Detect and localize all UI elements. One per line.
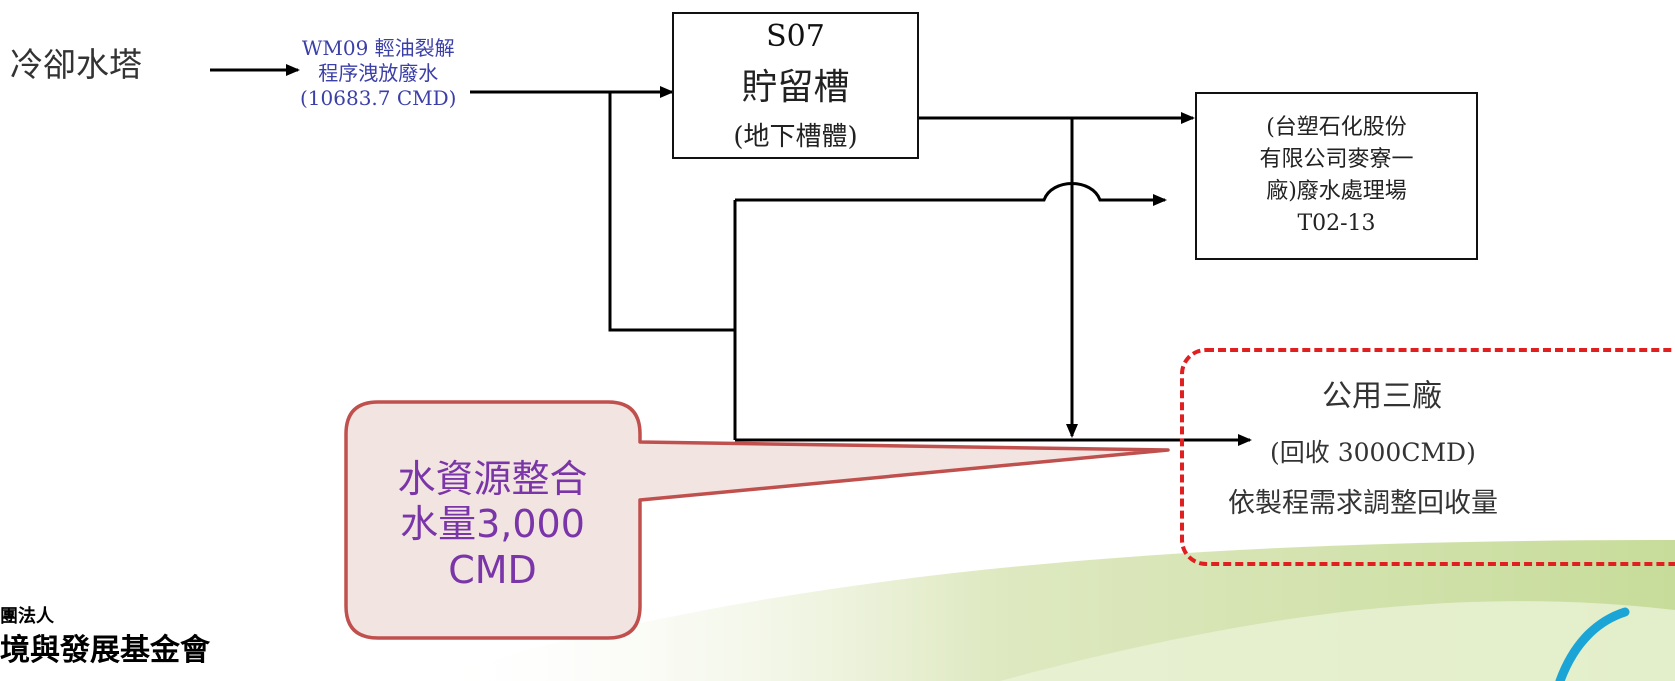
stream-label-line3: (10683.7 CMD) bbox=[300, 86, 457, 110]
utility-title: 公用三廠 bbox=[1322, 379, 1442, 414]
callout-line3: CMD bbox=[448, 547, 537, 592]
footer-light-band bbox=[1000, 601, 1675, 681]
callout-line2: 水量3,000 bbox=[400, 502, 585, 547]
stream-label-line1: WM09 輕油裂解 bbox=[301, 36, 455, 60]
callout-bubble bbox=[344, 400, 1170, 640]
source-label: 冷卻水塔 bbox=[10, 45, 142, 84]
utility-plant-dashed-box bbox=[1180, 348, 1675, 566]
utility-note: 依製程需求調整回收量 bbox=[1228, 488, 1498, 519]
logo-swoosh bbox=[1555, 607, 1630, 681]
callout-text: 水資源整合 水量3,000 CMD bbox=[345, 440, 640, 610]
plant-line2: 有限公司麥寮一 bbox=[1259, 147, 1414, 173]
utility-recovery: (回收 3000CMD) bbox=[1270, 438, 1476, 467]
callout-line1: 水資源整合 bbox=[397, 456, 588, 501]
org-name-line2: 境與發展基金會 bbox=[0, 633, 210, 668]
org-name-line1: 團法人 bbox=[0, 606, 54, 627]
tank-type: (地下槽體) bbox=[733, 121, 858, 152]
stream-label-line2: 程序洩放廢水 bbox=[318, 61, 439, 85]
connector-bypass-to-plant bbox=[735, 182, 1167, 206]
stream-label: WM09 輕油裂解 程序洩放廢水 (10683.7 CMD) bbox=[300, 36, 456, 111]
wastewater-plant-box: (台塑石化股份 有限公司麥寮一 廠)廢水處理場 T02-13 bbox=[1195, 92, 1478, 260]
plant-line4: T02-13 bbox=[1297, 210, 1376, 236]
plant-line1: (台塑石化股份 bbox=[1266, 115, 1407, 141]
tank-code: S07 bbox=[766, 18, 825, 54]
plant-line3: 廠)廢水處理場 bbox=[1266, 179, 1407, 204]
tank-name: 貯留槽 bbox=[741, 66, 850, 108]
storage-tank-box: S07 貯留槽 (地下槽體) bbox=[672, 12, 919, 159]
connector-bypass-left bbox=[608, 92, 735, 332]
